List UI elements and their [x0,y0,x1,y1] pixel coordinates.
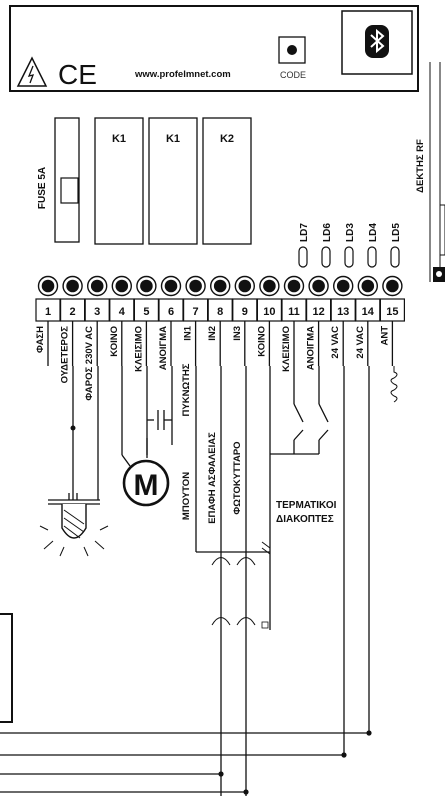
ce-mark: CE [58,59,97,90]
terminal-screw[interactable] [336,279,350,293]
terminal-screw[interactable] [361,279,375,293]
terminal-number: 15 [386,306,398,318]
led-indicator [390,246,400,268]
terminal-label: ΚΛΕΙΣΙΜΟ [281,326,292,372]
limit-switches-label-1: ΤΕΡΜΑΤΙΚΟΙ [276,500,337,511]
code-button-dot [287,45,297,55]
terminal-screw[interactable] [41,279,55,293]
relay-2 [148,117,198,245]
terminal-label: ΚΛΕΙΣΙΜΟ [133,326,144,372]
led-label: LD3 [345,223,356,242]
limit-switches-label-2: ΔΙΑΚΟΠΤΕΣ [276,514,334,525]
terminal-number: 9 [242,306,248,318]
terminal-label: 24 VAC [355,326,366,359]
terminal-screw[interactable] [213,279,227,293]
motor-wiring [121,366,173,467]
code-button[interactable] [278,36,306,64]
terminal-label: ANT [379,326,390,346]
power-wiring [218,366,372,795]
motor-label: M [134,469,159,502]
terminal-label: ΦΑΡΟΣ 230V AC [84,326,95,401]
led-label: LD7 [299,223,310,242]
led-label: LD6 [322,223,333,242]
terminal-label: IN1 [183,325,194,341]
terminal-screw[interactable] [115,279,129,293]
fuse-holder [54,117,80,243]
bluetooth-icon [365,25,389,58]
led-label: LD4 [368,223,379,242]
terminal-number: 1 [45,306,51,318]
terminal-number: 8 [217,306,223,318]
terminal-label: ΟΥΔΕΤΕΡΟΣ [60,326,71,384]
led-indicator [298,246,308,268]
relay-label: K2 [220,133,234,145]
button-label: ΜΠΟΥΤΟΝ [181,472,192,520]
safety-contact-label: ΕΠΑΦΗ ΑΣΦΑΛΕΙΑΣ [207,432,218,524]
terminal-screw[interactable] [90,279,104,293]
top-panel [9,5,419,92]
terminal-screw[interactable] [164,279,178,293]
led-label: LD5 [391,223,402,242]
capacitor-label: ΠΥΚΝΩΤΗΣ [181,363,192,416]
terminal-number: 11 [288,306,300,318]
terminal-number: 14 [362,306,375,318]
terminal-number: 13 [337,306,349,318]
terminal-number: 5 [143,306,149,318]
relay-label: K1 [166,133,180,145]
terminal-screw[interactable] [263,279,276,293]
led-indicator [367,246,377,268]
terminal-number: 12 [312,306,324,318]
terminal-number: 2 [70,306,76,318]
led-indicator [321,246,331,268]
terminal-screw[interactable] [386,279,399,293]
terminal-number: 4 [119,306,126,318]
motor-circle [122,459,170,507]
beacon-lamp-icon [39,504,109,557]
external-wires [0,613,369,793]
inputs-wiring [195,366,271,796]
terminal-label: ΚΟΙΝΟ [109,326,120,357]
fuse [60,177,79,204]
led-indicator [344,246,354,268]
terminal-screw[interactable] [189,279,202,293]
terminal-label: ΦΑΣΗ [35,326,46,353]
terminal-label: 24 VAC [330,326,341,359]
rf-receiver-label: ΔΕΚΤΗΣ RF [415,139,426,193]
terminal-number: 3 [94,306,100,318]
terminal-label: ΑΝΟΙΓΜΑ [158,326,169,370]
terminal-screw[interactable] [66,279,79,293]
high-voltage-warning-icon [16,56,48,87]
terminal-number: 7 [193,306,199,318]
relay-3 [202,117,252,245]
terminal-label: IN3 [232,326,243,341]
terminal-screw[interactable] [140,279,153,293]
relay-label: K1 [112,133,126,145]
terminal-label: ΑΝΟΙΓΜΑ [306,326,317,370]
terminal-screw[interactable] [287,279,301,293]
terminal-label: ΚΟΙΝΟ [256,326,267,357]
code-label: CODE [280,70,306,80]
limit-switch-wiring [270,366,329,455]
relay-1 [94,117,144,245]
terminal-number: 6 [168,306,174,318]
antenna-icon [390,366,398,403]
terminal-number: 10 [263,306,275,318]
website-text: www.profelmnet.com [134,69,231,80]
fuse-label: FUSE 5A [37,167,48,209]
terminal-screw[interactable] [312,279,325,293]
photocell-label: ΦΩΤΟΚΥΤΤΑΡΟ [232,441,243,514]
rf-receiver [429,62,445,282]
terminal-label: IN2 [207,326,218,341]
terminal-screw[interactable] [238,279,252,293]
